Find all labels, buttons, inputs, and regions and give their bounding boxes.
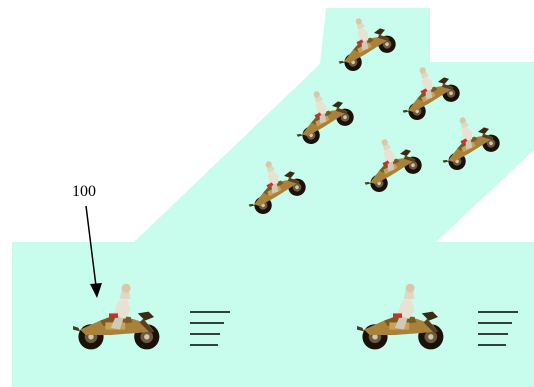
reference-label: 100 [72, 183, 96, 200]
arrow-icon [85, 205, 102, 298]
speed-lines-icon [190, 311, 230, 346]
speed-lines-icon [478, 311, 518, 346]
field-notch [436, 150, 534, 242]
